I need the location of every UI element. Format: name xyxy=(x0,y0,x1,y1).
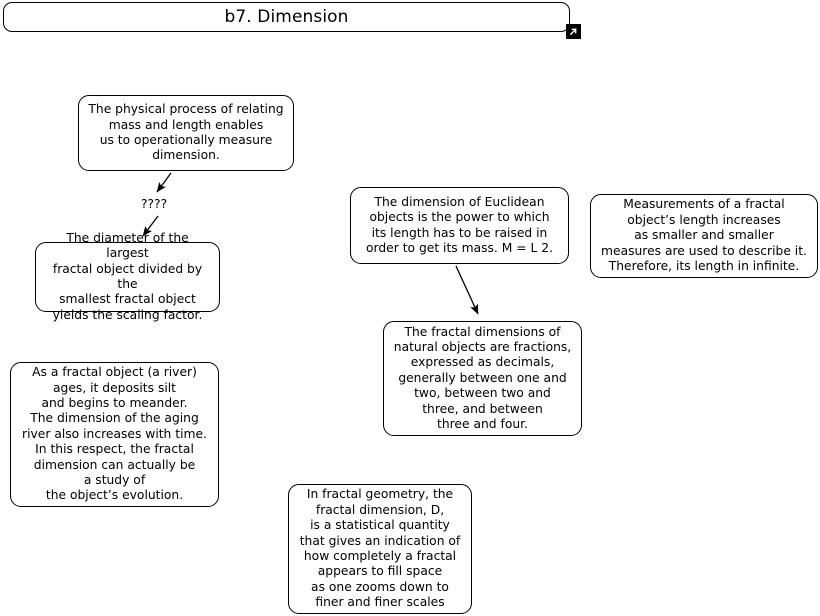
node-euclidean-text: The dimension of Euclidean objects is th… xyxy=(366,194,553,255)
node-river-aging[interactable]: As a fractal object (a river) ages, it d… xyxy=(10,362,219,507)
node-euclidean[interactable]: The dimension of Euclidean objects is th… xyxy=(350,187,569,264)
node-measurements-text: Measurements of a fractal object’s lengt… xyxy=(601,197,807,274)
node-fractal-dimensions-text: The fractal dimensions of natural object… xyxy=(393,324,572,432)
node-river-aging-text: As a fractal object (a river) ages, it d… xyxy=(22,365,207,503)
edge-euclidean-to-fractal-dims xyxy=(455,265,479,315)
expand-arrow-icon[interactable] xyxy=(566,24,581,39)
node-physical-process[interactable]: The physical process of relating mass an… xyxy=(78,95,294,171)
node-fractal-geometry-text: In fractal geometry, the fractal dimensi… xyxy=(299,487,461,610)
node-fractal-dimensions[interactable]: The fractal dimensions of natural object… xyxy=(383,321,582,436)
edge-label-unknown: ???? xyxy=(141,197,168,211)
node-fractal-geometry[interactable]: In fractal geometry, the fractal dimensi… xyxy=(288,484,472,614)
edge-physical-to-label xyxy=(156,172,172,193)
node-diameter-scaling-text: The diameter of the largest fractal obje… xyxy=(52,230,203,322)
node-measurements[interactable]: Measurements of a fractal object’s lengt… xyxy=(590,194,818,278)
node-physical-process-text: The physical process of relating mass an… xyxy=(88,102,284,163)
window-title-bar[interactable]: b7. Dimension xyxy=(3,2,570,32)
page-title: b7. Dimension xyxy=(224,7,349,27)
node-diameter-scaling[interactable]: The diameter of the largest fractal obje… xyxy=(35,231,220,322)
